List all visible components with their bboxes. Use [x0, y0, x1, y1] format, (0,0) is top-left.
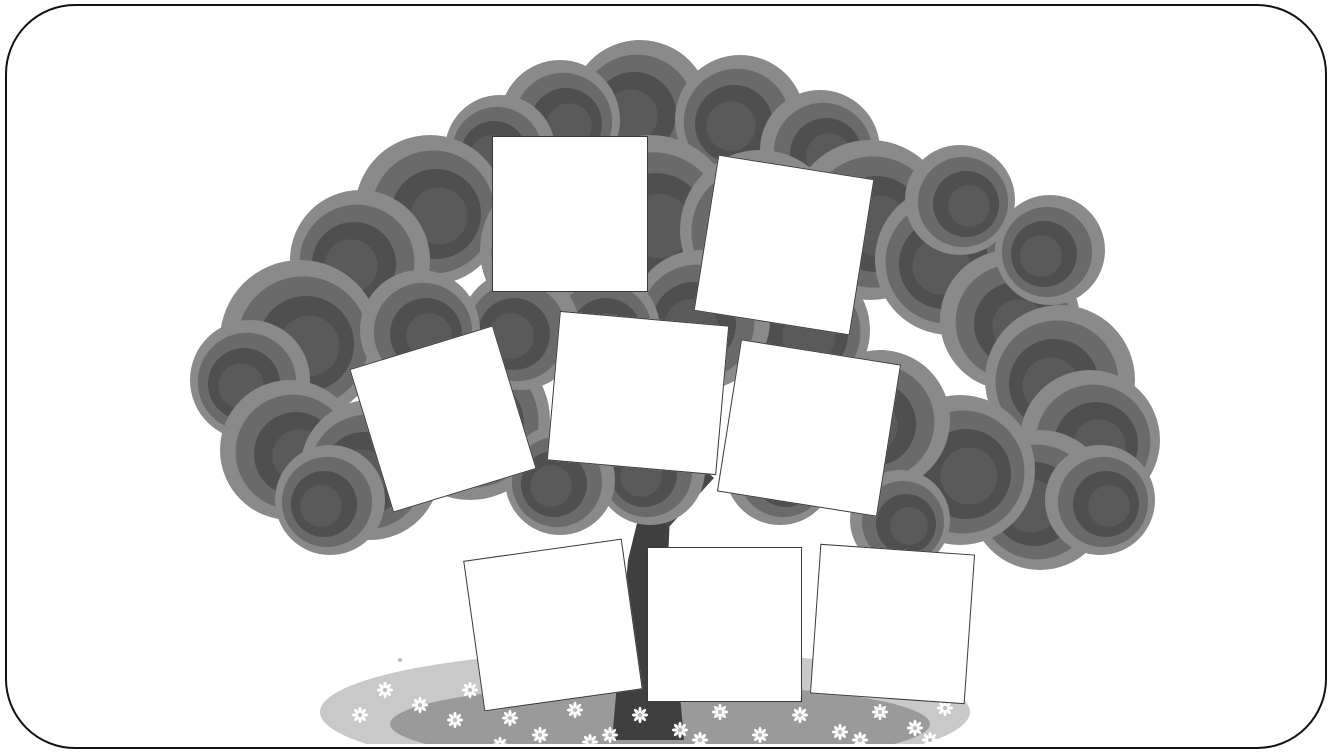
daisy-icon	[567, 702, 583, 718]
daisy-icon	[582, 734, 598, 750]
daisy-icon	[692, 732, 708, 748]
daisy-icon	[502, 710, 518, 726]
photo-slot	[647, 547, 802, 702]
daisy-icon	[907, 720, 923, 736]
daisy-icon	[922, 732, 938, 748]
foliage-puff	[530, 465, 572, 507]
photo-slot	[463, 539, 643, 712]
daisy-icon	[532, 727, 548, 743]
daisy-icon	[462, 682, 478, 698]
daisy-icon	[672, 722, 688, 738]
daisy-icon	[632, 707, 648, 723]
daisy-icon	[352, 707, 368, 723]
foliage-puff	[948, 185, 990, 227]
daisy-icon	[412, 697, 428, 713]
daisy-icon	[792, 707, 808, 723]
daisy-icon	[872, 704, 888, 720]
foliage-puff	[941, 448, 998, 505]
daisy-icon	[852, 732, 868, 748]
foliage-puff	[1088, 485, 1130, 527]
tree-foliage	[190, 40, 1160, 570]
foliage-puff	[300, 485, 342, 527]
daisy-icon	[602, 727, 618, 743]
photo-slot	[717, 339, 901, 516]
foliage-puff	[890, 507, 928, 545]
photo-slot	[547, 311, 729, 475]
daisy-icon	[377, 682, 393, 698]
foliage-puff	[706, 101, 755, 150]
daisy-icon	[712, 704, 728, 720]
daisy-icon	[392, 652, 408, 668]
daisy-icon	[752, 727, 768, 743]
photo-slot	[694, 155, 875, 336]
daisy-icon	[492, 737, 508, 753]
foliage-puff	[1020, 235, 1062, 277]
daisy-icon	[832, 724, 848, 740]
photo-slot	[810, 544, 975, 704]
daisy-icon	[447, 712, 463, 728]
photo-slot	[492, 136, 648, 292]
